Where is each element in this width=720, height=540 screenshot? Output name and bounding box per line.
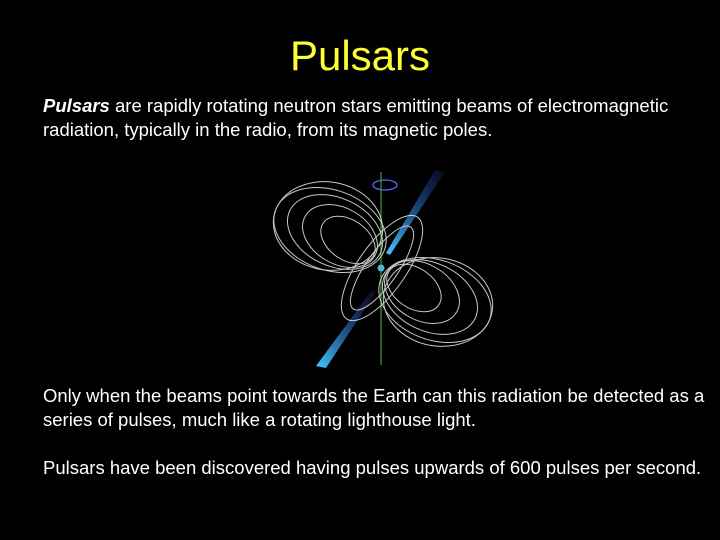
paragraph-pulses: Pulsars have been discovered having puls… [43,457,702,478]
slide-title: Pulsars [289,32,431,79]
rotation-arrow-icon [372,179,398,191]
intro-paragraph: Pulsars are rapidly rotating neutron sta… [43,94,720,142]
intro-term: Pulsars [43,95,110,116]
magnetic-field-lines [272,181,494,347]
upper-beam [386,170,445,255]
intro-text: are rapidly rotating neutron stars emitt… [43,95,669,140]
neutron-star [377,264,385,272]
lower-beam [316,290,376,368]
pulsar-diagram [272,170,494,368]
paragraph-beams: Only when the beams point towards the Ea… [43,385,705,430]
